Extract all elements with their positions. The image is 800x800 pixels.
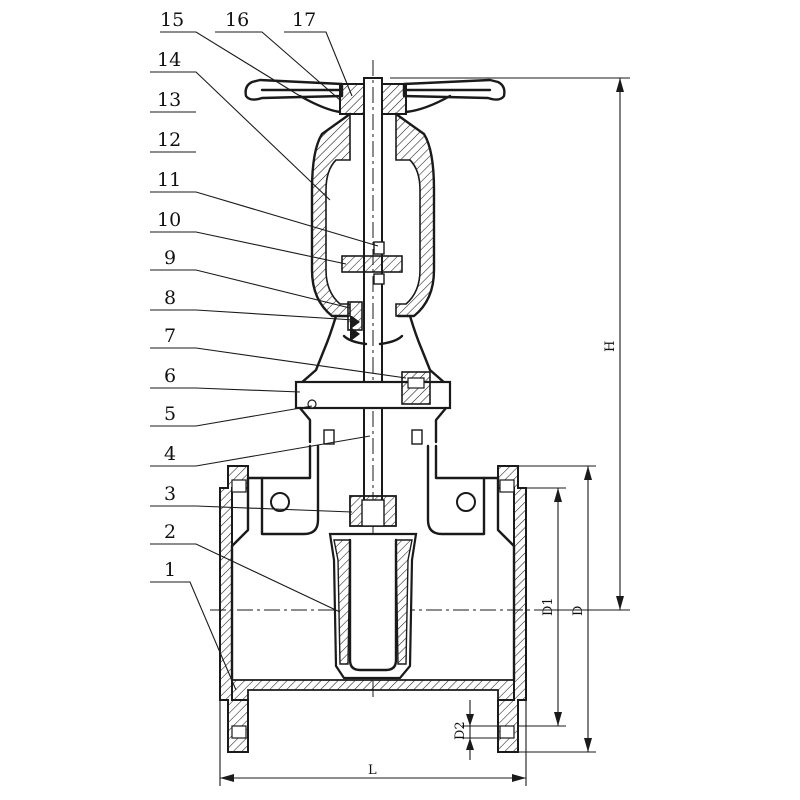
part-label-1: 1 bbox=[164, 559, 176, 581]
dimension-labels: H D D1 D2 L bbox=[368, 341, 618, 778]
dimension-label-d2: D2 bbox=[453, 721, 468, 740]
part-label-7: 7 bbox=[164, 325, 176, 347]
part-label-6: 6 bbox=[164, 365, 176, 387]
part-label-14: 14 bbox=[157, 49, 181, 71]
part-label-13: 13 bbox=[157, 89, 181, 111]
part-label-4: 4 bbox=[164, 443, 176, 465]
wedge-gate bbox=[328, 495, 418, 680]
part-labels: 15 16 17 14 13 12 11 10 9 8 7 6 5 4 3 2 … bbox=[157, 9, 316, 581]
part-label-8: 8 bbox=[164, 287, 176, 309]
part-label-3: 3 bbox=[164, 483, 176, 505]
dimension-label-h: H bbox=[603, 341, 618, 352]
part-label-11: 11 bbox=[157, 169, 181, 191]
leader-lines bbox=[150, 31, 407, 691]
part-label-16: 16 bbox=[225, 9, 249, 31]
dimension-label-d1: D1 bbox=[541, 597, 556, 616]
dimension-label-d: D bbox=[571, 606, 586, 616]
bonnet bbox=[294, 314, 452, 445]
part-label-12: 12 bbox=[157, 129, 181, 151]
part-label-15: 15 bbox=[160, 9, 184, 31]
dimension-lines bbox=[219, 77, 630, 786]
dimension-label-l: L bbox=[368, 763, 377, 778]
part-label-10: 10 bbox=[157, 209, 181, 231]
yoke bbox=[310, 112, 436, 340]
part-label-17: 17 bbox=[292, 9, 316, 31]
part-label-5: 5 bbox=[164, 403, 176, 425]
part-label-2: 2 bbox=[164, 521, 176, 543]
part-label-9: 9 bbox=[164, 247, 176, 269]
